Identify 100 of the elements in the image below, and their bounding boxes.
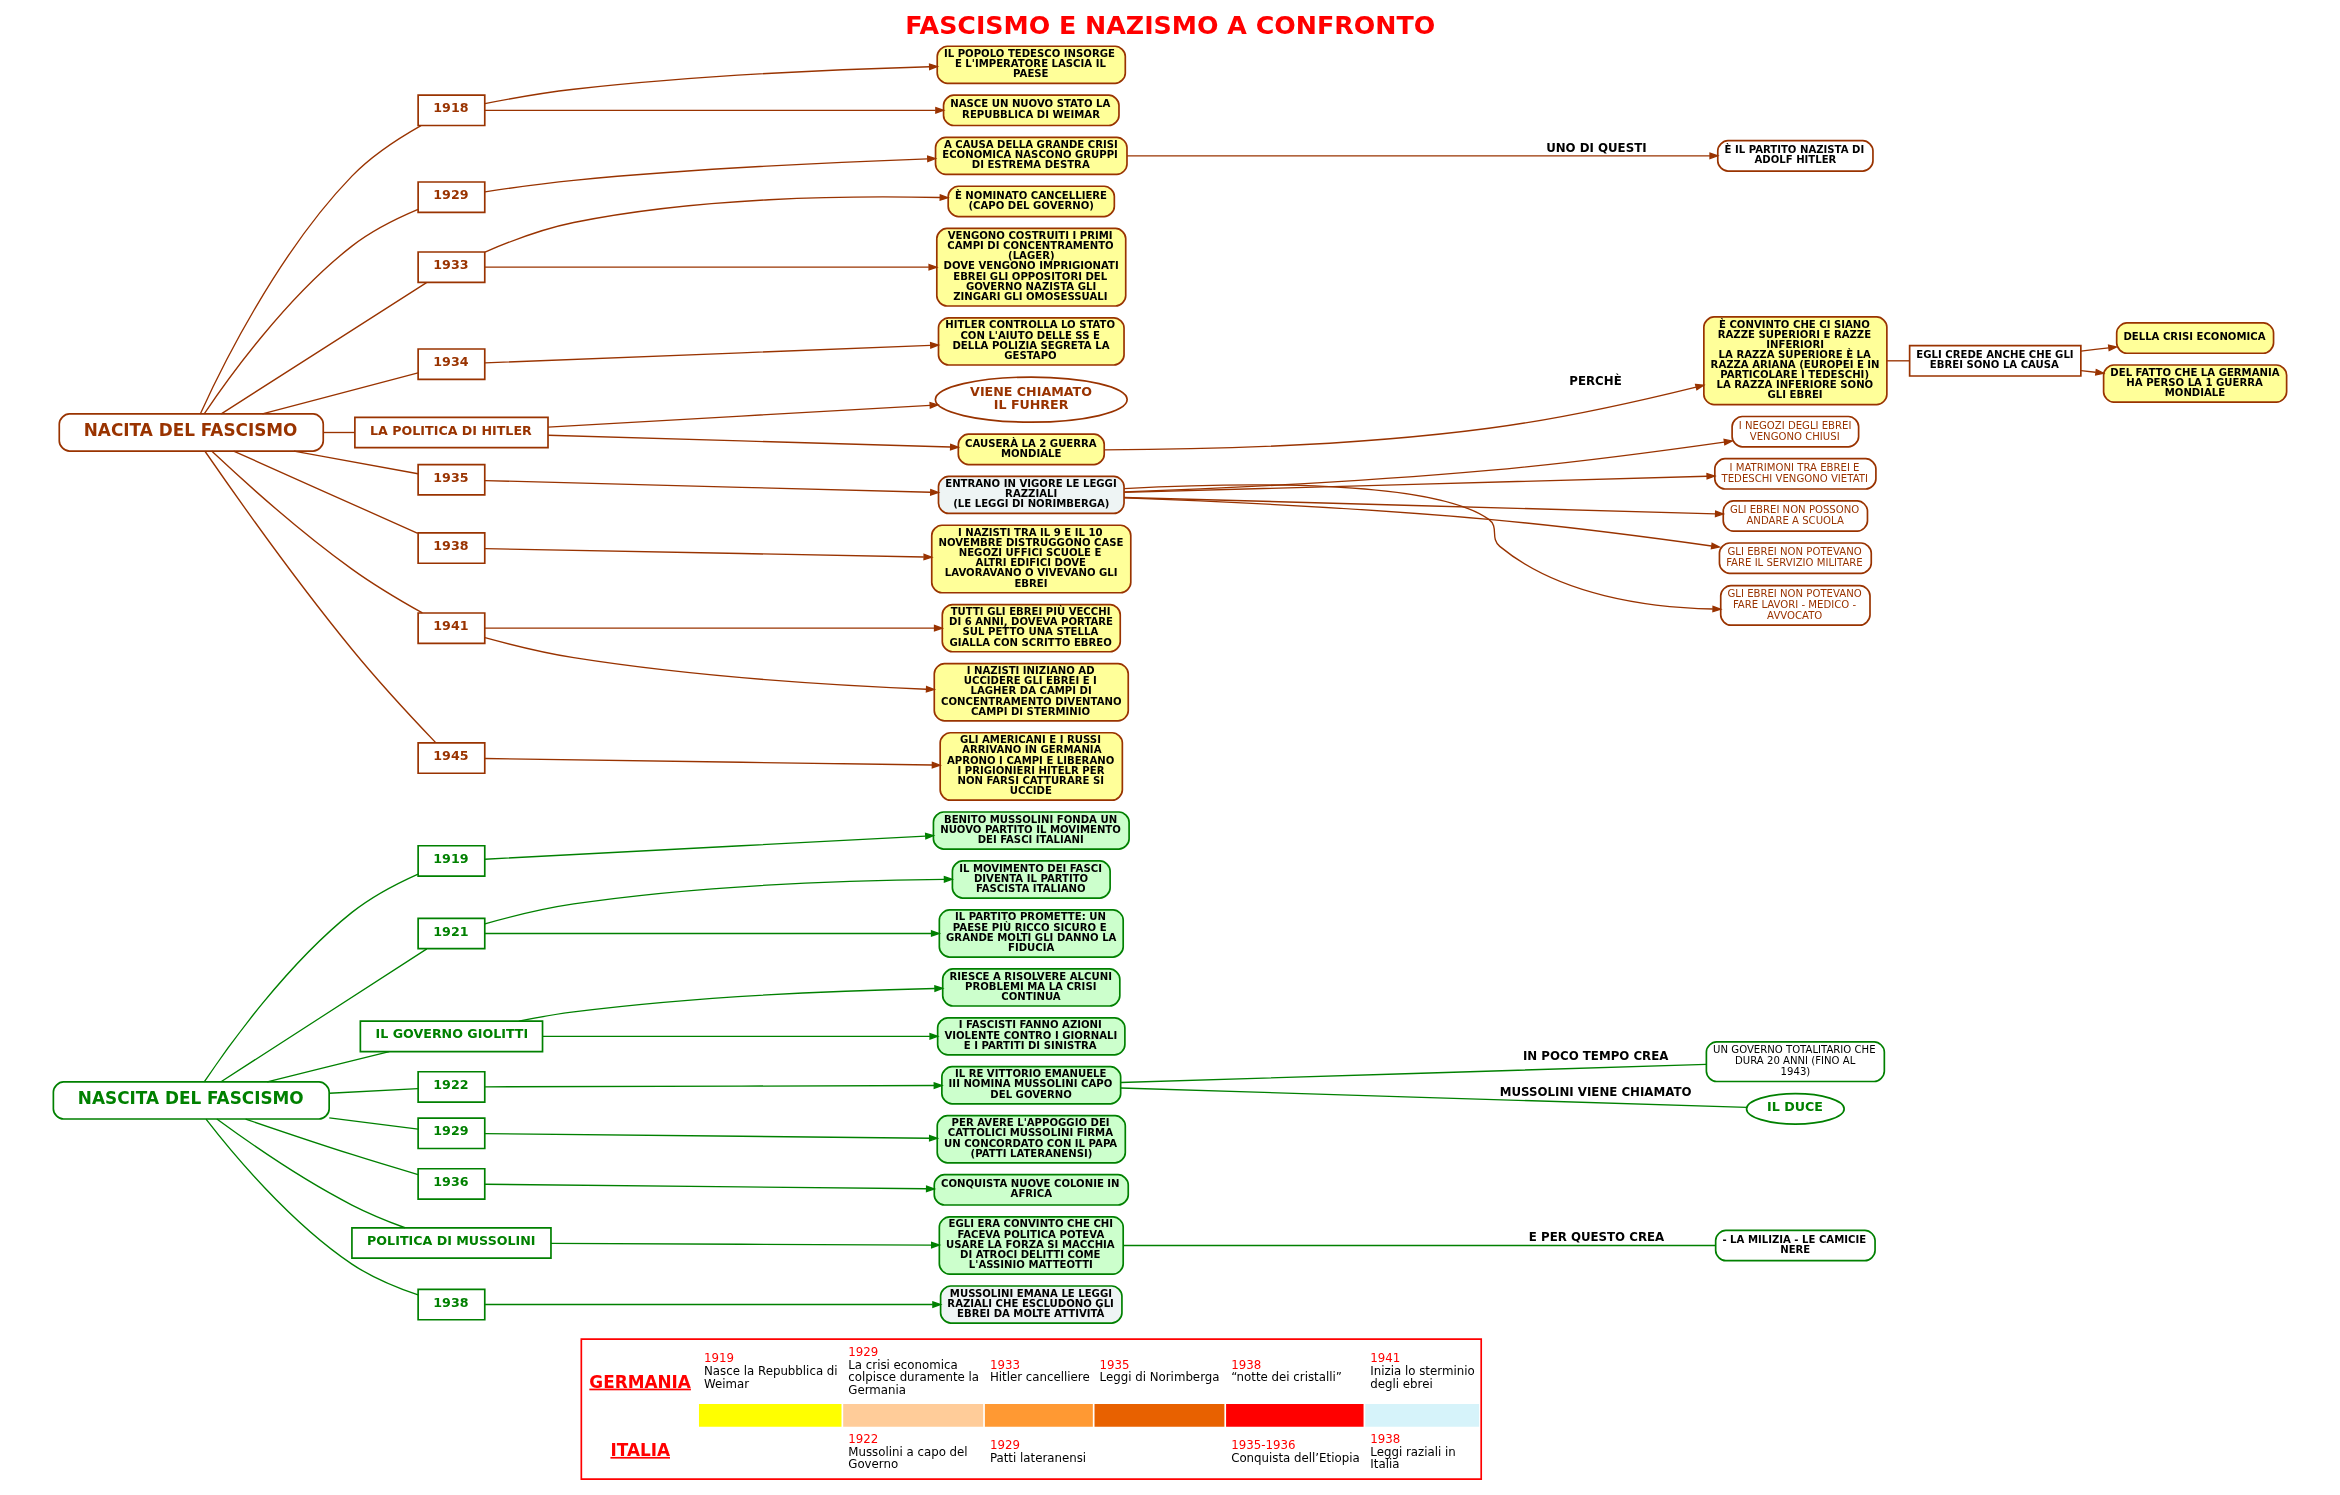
- node-box: È IL PARTITO NAZISTA DI ADOLF HITLER: [1716, 139, 1874, 172]
- node-box: DELLA CRISI ECONOMICA: [2115, 322, 2275, 355]
- diagram-title: FASCISMO E NAZISMO A CONFRONTO: [905, 11, 1436, 41]
- arrow: [547, 401, 940, 428]
- arrow: [484, 832, 936, 860]
- node-box: CAUSERÀ LA 2 GUERRA MONDIALE: [957, 433, 1106, 466]
- arrow: [1123, 438, 1735, 493]
- edge-label: IN POCO TEMPO CREA: [1522, 1049, 1669, 1064]
- arrow: [484, 1133, 940, 1142]
- label: Leggi raziali in Italia: [1370, 1444, 1456, 1472]
- node-box: MUSSOLINI EMANA LE LEGGI RAZIALI CHE ESCLUDONO GLI EBREI DA MOLTE ATTIVITÀ: [939, 1285, 1123, 1324]
- arrow: [484, 63, 940, 105]
- arrow: [541, 1032, 940, 1040]
- connector: [203, 873, 419, 1083]
- node-box: 1936: [417, 1167, 486, 1200]
- node-box: 1938: [417, 1288, 486, 1321]
- arrow: [1123, 497, 1722, 550]
- label: 1919: [704, 1351, 735, 1366]
- node-box: 1933: [417, 251, 486, 284]
- arrow: [484, 548, 934, 561]
- node-box: È NOMINATO CANCELLIERE (CAPO DEL GOVERNO): [947, 185, 1116, 218]
- connector: [204, 450, 437, 744]
- arrow: [1123, 472, 1717, 494]
- label: 1929: [848, 1345, 879, 1360]
- arrow: [484, 341, 941, 364]
- node-box: 1929: [417, 1117, 486, 1150]
- node-box: HITLER CONTROLLA LO STATO CON L'AIUTO DELLE SS E DELLA POLIZIA SEGRETA LA GESTAPO: [937, 316, 1125, 366]
- edge-label: E PER QUESTO CREA: [1528, 1230, 1665, 1245]
- connector: [199, 124, 422, 415]
- label: 1929: [989, 1438, 1020, 1453]
- node-box: IL POPOLO TEDESCO INSORGE E L'IMPERATORE LASCIA IL PAESE: [936, 45, 1127, 85]
- connector: [244, 1118, 419, 1176]
- arrow: [2080, 368, 2106, 376]
- label: “notte dei cristalli”: [1231, 1370, 1342, 1385]
- label: 1933: [989, 1357, 1020, 1372]
- arrow: [484, 193, 950, 253]
- arrow: [484, 106, 946, 114]
- arrow: [1126, 152, 1720, 160]
- node-box: POLITICA DI MUSSOLINI: [351, 1226, 552, 1259]
- edge-label: MUSSOLINI VIENE CHIAMATO: [1499, 1084, 1692, 1099]
- connector: [205, 1118, 419, 1296]
- connector: [1120, 1087, 1748, 1109]
- node-box: IL GOVERNO GIOLITTI: [359, 1020, 544, 1053]
- label: GERMANIA: [589, 1371, 691, 1392]
- label: Leggi di Norimberga: [1099, 1370, 1220, 1385]
- node-box: GLI EBREI NON POTEVANO FARE LAVORI - MEDICO - AVVOCATO: [1719, 584, 1871, 627]
- arrow: [484, 1300, 943, 1309]
- connector: [1120, 1063, 1707, 1084]
- node-box: TUTTI GLI EBREI PIÙ VECCHI DI 6 ANNI, DOVEVA PORTARE SUL PETTO UNA STELLA GIALLA CON SCRITTO EBREO: [941, 603, 1122, 653]
- node-box: I FASCISTI FANNO AZIONI VIOLENTE CONTRO I GIORNALI E I PARTITI DI SINISTRA: [936, 1016, 1126, 1056]
- connector: [328, 1087, 419, 1094]
- arrow: [550, 1241, 942, 1249]
- label: 1935: [1099, 1357, 1130, 1372]
- node-box: NASCITA DEL FASCISMO: [52, 1081, 330, 1120]
- node-box: VENGONO COSTRUITI I PRIMI CAMPI DI CONCENTRAMENTO (LAGER) DOVE VENGONO IMPRIGIONATI EBREI GLI OPPOSITORI DEL GOVERNO NAZISTA GLI ZINGARI GLI OMOSESSUALI: [935, 227, 1127, 307]
- node-box: PER AVERE L'APPOGGIO DEI CATTOLICI MUSSOLINI FIRMA UN CONCORDATO CON IL PAPA (PATTI LATERANENSI): [936, 1114, 1127, 1164]
- node-box: 1929: [417, 181, 486, 214]
- arrow: [484, 1183, 937, 1193]
- node-box: GLI EBREI NON POSSONO ANDARE A SCUOLA: [1722, 499, 1869, 532]
- node-box: BENITO MUSSOLINI FONDA UN NUOVO PARTITO IL MOVIMENTO DEI FASCI ITALIANI: [932, 811, 1130, 850]
- node-box: I MATRIMONI TRA EBREI E TEDESCHI VENGONO VIETATI: [1713, 457, 1877, 490]
- connector: [293, 450, 419, 475]
- label: Conquista dell’Etiopia: [1231, 1451, 1360, 1466]
- label: 1922: [848, 1432, 879, 1447]
- node-box: 1918: [417, 94, 486, 127]
- label: Inizia lo sterminio degli ebrei: [1370, 1364, 1475, 1391]
- node-box: 1919: [417, 844, 486, 877]
- node-ellipse: IL DUCE: [1745, 1092, 1845, 1125]
- node-box: I NAZISTI TRA IL 9 E IL 10 NOVEMBRE DISTRUGGONO CASE NEGOZI UFFICI SCUOLE E ALTRI EDIFICI DOVE LAVORAVANO O VIVEVANO GLI EBREI: [930, 524, 1132, 594]
- node-box: ENTRANO IN VIGORE LE LEGGI RAZZIALI (LE LEGGI DI NORIMBERGA): [937, 475, 1125, 515]
- arrow: [484, 636, 937, 693]
- node-ellipse: VIENE CHIAMATO IL FUHRER: [934, 376, 1128, 423]
- arrow: [484, 929, 942, 938]
- label: Mussolini a capo del Governo: [848, 1444, 968, 1472]
- arrow: [1103, 383, 1706, 451]
- connector: [210, 450, 424, 614]
- label: 1938: [1370, 1432, 1401, 1447]
- node-box: IL MOVIMENTO DEI FASCI DIVENTA IL PARTITO FASCISTA ITALIANO: [951, 860, 1111, 899]
- arrow: [518, 984, 945, 1022]
- connector: [216, 1118, 406, 1229]
- connector: [328, 1117, 419, 1130]
- connector: [261, 372, 419, 415]
- node-box: 1941: [417, 612, 486, 645]
- connector: [232, 450, 419, 535]
- node-box: 1938: [417, 532, 486, 565]
- node-box: RIESCE A RISOLVERE ALCUNI PROBLEMI MA LA CRISI CONTINUA: [941, 968, 1121, 1007]
- arrow: [1123, 484, 1723, 613]
- node-box: GLI EBREI NON POTEVANO FARE IL SERVIZIO MILITARE: [1718, 542, 1873, 575]
- node-box: A CAUSA DELLA GRANDE CRISI ECONOMICA NASCONO GRUPPI DI ESTREMA DESTRA: [934, 136, 1128, 176]
- node-box: EGLI ERA CONVINTO CHE CHI FACEVA POLITICA POTEVA USARE LA FORZA SI MACCHIA DI ATROCI DELITTI COME L'ASSINIO MATTEOTTI: [938, 1216, 1125, 1276]
- arrow: [2080, 344, 2119, 352]
- node-box: CONQUISTA NUOVE COLONIE IN AFRICA: [933, 1173, 1130, 1206]
- node-box: I NAZISTI INIZIANO AD UCCIDERE GLI EBREI E I LAGHER DA CAMPI DI CONCENTRAMENTO DIVENTANO CAMPI DI STERMINIO: [933, 662, 1130, 722]
- arrow: [484, 875, 955, 925]
- node-box: GLI AMERICANI E I RUSSI ARRIVANO IN GERMANIA APRONO I CAMPI E LIBERANO I PRIGIONIERI HITELR PER NON FARSI CATTURARE SI UCCIDE: [939, 731, 1124, 802]
- label: 1938: [1231, 1357, 1262, 1372]
- connector: [322, 431, 356, 434]
- arrow: [484, 263, 939, 271]
- label: ITALIA: [610, 1439, 670, 1460]
- node-box: 1935: [417, 463, 486, 496]
